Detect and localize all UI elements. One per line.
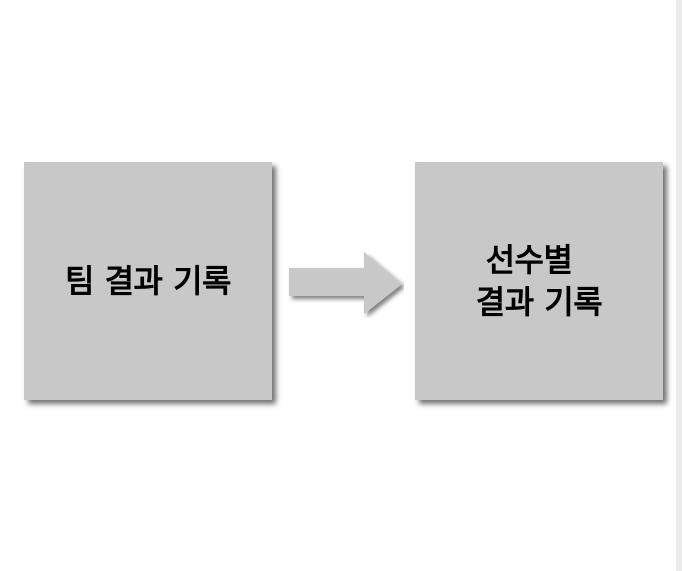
- player-results-box: 선수별 결과 기록: [415, 162, 663, 400]
- team-results-box: 팀 결과 기록: [24, 162, 272, 400]
- team-results-label: 팀 결과 기록: [65, 262, 231, 300]
- right-edge-strip: [676, 0, 682, 571]
- player-results-text: 선수별 결과 기록: [475, 239, 603, 323]
- right-arrow-icon: [289, 252, 402, 314]
- player-results-label-line1: 선수별: [485, 241, 573, 279]
- player-results-label-line2: 결과 기록: [475, 283, 603, 321]
